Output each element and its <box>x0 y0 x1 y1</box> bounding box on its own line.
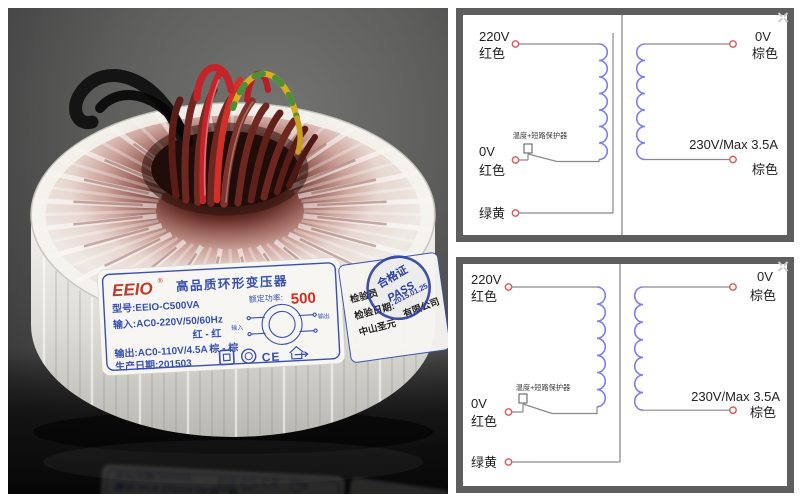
mini-in-label: 输入 <box>231 323 243 332</box>
label-title: 高品质环形变压器 <box>176 273 289 294</box>
black-sleeve-wire <box>69 69 189 143</box>
primary-bottom-voltage: 0V <box>479 144 495 159</box>
product-label: EEIO ® 高品质环形变压器 型号:EEIO-C500VA 额定功率: 500… <box>97 257 346 376</box>
protector-label: 温度+短路保护器 <box>513 131 568 140</box>
secondary-bottom-wire-color: 棕色 <box>750 405 776 420</box>
terminal-230v <box>729 406 737 415</box>
brand-logo: EEIO <box>112 279 154 300</box>
terminal-220v <box>504 283 513 291</box>
primary-top-voltage: 220V <box>479 29 510 44</box>
thermal-fuse-symbol <box>523 143 533 154</box>
panel-frame <box>456 257 794 493</box>
terminal-0v-secondary <box>729 40 737 48</box>
power-value: 500 <box>290 290 316 308</box>
wiring-diagram-panel-1: 220V 红色 0V 红色 绿黄 0V 棕色 230V/Max 3.5A 棕色 … <box>456 8 794 242</box>
secondary-bottom-voltage: 230V/Max 3.5A <box>691 389 780 404</box>
power-label: 额定功率: <box>248 292 283 304</box>
terminal-0v-primary <box>504 408 513 416</box>
certification-icons <box>218 345 309 366</box>
secondary-top-voltage: 0V <box>755 29 771 44</box>
product-photo: EEIO ® 高品质环形变压器 型号:EEIO-C500VA 额定功率: 500… <box>8 8 448 494</box>
mini-out-label: 输出 <box>318 312 330 321</box>
primary-top-wire-color: 红色 <box>479 46 505 61</box>
ground-wire-label: 绿黄 <box>471 455 497 470</box>
terminal-220v <box>511 40 520 48</box>
secondary-coil <box>635 43 646 161</box>
primary-top-wire-color: 红色 <box>471 289 497 304</box>
primary-bottom-wire-color: 红色 <box>471 414 497 429</box>
black-sleeve-wire-2 <box>95 90 193 147</box>
double-insulation-icon <box>218 349 235 366</box>
ground-wire-label: 绿黄 <box>479 206 505 221</box>
label-date: 生产日期:201503 <box>115 356 193 373</box>
lead-wires <box>69 64 318 208</box>
wiring-diagram-2: 220V 红色 0V 红色 绿黄 0V 棕色 230V/Max 3.5A 棕色 … <box>456 257 794 493</box>
close-icon[interactable] <box>777 12 789 23</box>
protector-label: 温度+短路保护器 <box>516 383 571 392</box>
thermal-fuse-symbol <box>518 393 528 404</box>
input-wire-colors: 红 - 红 <box>192 327 222 341</box>
wiring-diagram-1: 220V 红色 0V 红色 绿黄 0V 棕色 230V/Max 3.5A 棕色 … <box>456 8 794 242</box>
red-wire-loop <box>193 64 235 102</box>
mini-toroid-schematic <box>246 303 318 345</box>
registered-mark: ® <box>157 277 163 285</box>
secondary-top-voltage: 0V <box>757 269 773 284</box>
ce-mark: CE <box>261 350 280 365</box>
indoor-use-icon <box>289 345 309 360</box>
terminal-ground <box>511 209 520 217</box>
primary-top-voltage: 220V <box>471 272 502 287</box>
protector-switch <box>512 403 598 415</box>
secondary-coil <box>633 286 644 411</box>
terminal-ground <box>504 458 513 466</box>
transformer-photo-svg: EEIO ® 高品质环形变压器 型号:EEIO-C500VA 额定功率: 500… <box>8 8 448 494</box>
wiring-diagram-panel-2: 220V 红色 0V 红色 绿黄 0V 棕色 230V/Max 3.5A 棕色 … <box>456 257 794 493</box>
red-wire-2 <box>213 76 244 204</box>
red-wire <box>199 70 223 205</box>
output-wire-colors: 棕 - 棕 <box>208 341 239 356</box>
body-reflection <box>43 440 423 484</box>
panel-frame <box>456 8 794 242</box>
terminal-230v <box>729 155 737 164</box>
primary-coil <box>596 286 607 408</box>
secondary-bottom-voltage: 230V/Max 3.5A <box>689 137 778 152</box>
secondary-bottom-wire-color: 棕色 <box>752 162 778 177</box>
terminal-0v-primary <box>511 156 520 164</box>
primary-bottom-voltage: 0V <box>471 396 487 411</box>
secondary-top-wire-color: 棕色 <box>750 288 776 303</box>
primary-coil <box>598 43 609 161</box>
terminal-0v-secondary <box>729 283 737 291</box>
thermal-fuse-icon <box>241 348 257 364</box>
protector-switch <box>519 153 600 163</box>
pass-stamp: 合格证 PASS <box>366 255 431 321</box>
inspection-label: 检验员 检验日期: 2015.01.25 中山圣元 有限公司 合格证 PASS <box>338 252 448 363</box>
secondary-top-wire-color: 棕色 <box>752 46 778 61</box>
close-icon[interactable] <box>777 261 789 272</box>
primary-bottom-wire-color: 红色 <box>479 163 505 178</box>
